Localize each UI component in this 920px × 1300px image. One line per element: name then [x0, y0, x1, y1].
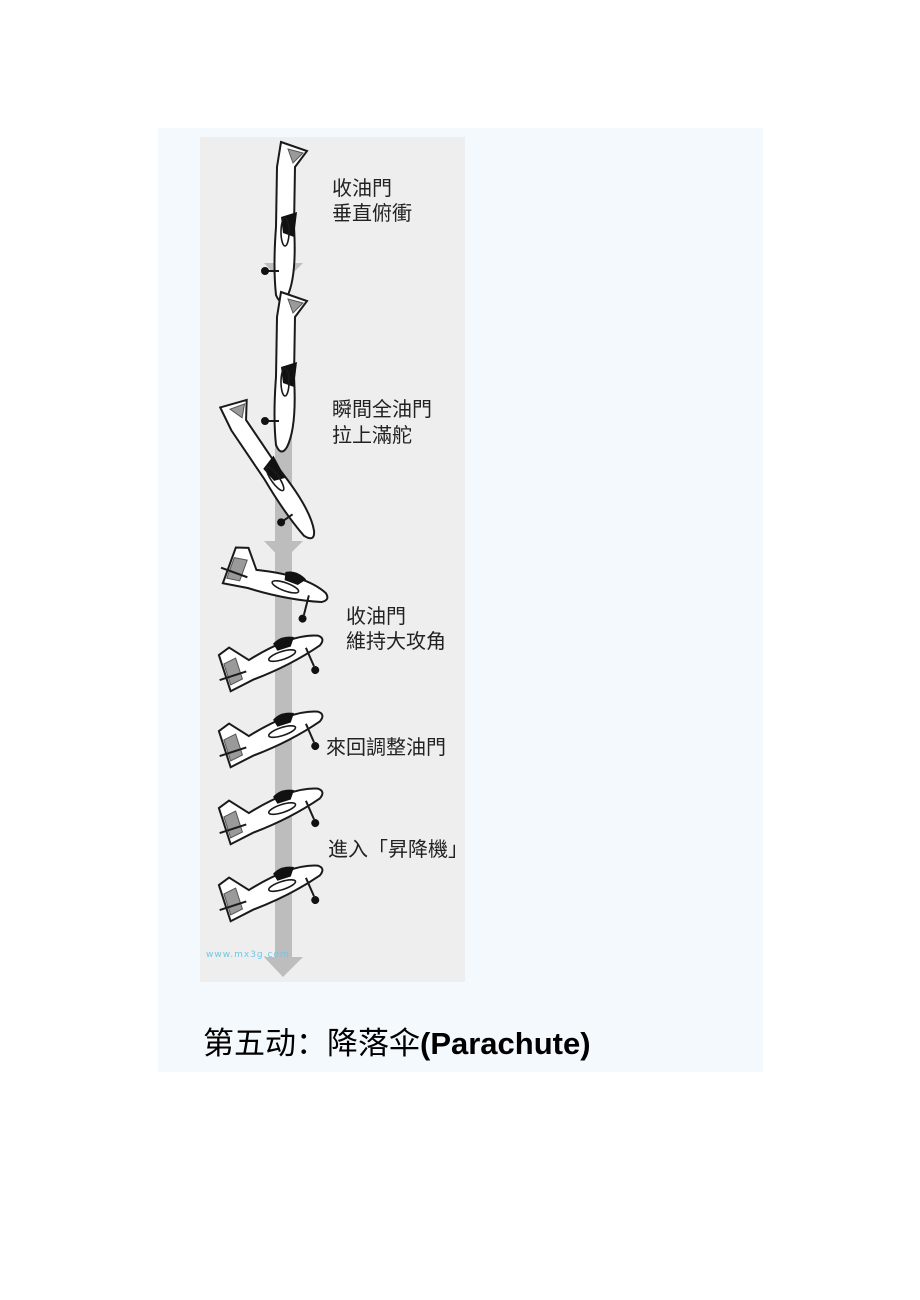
section-heading: 第五动：降落伞(Parachute) [203, 1022, 591, 1066]
airplane-dive-1 [260, 141, 308, 303]
diagram-svg: 收油門 垂直俯衝 瞬間全油門 拉上滿舵 收油門 維持大攻角 來回調整油門 進入「… [202, 141, 468, 977]
heading-cjk-text: 第五动：降落伞 [203, 1026, 420, 1062]
airplane-dive-2 [260, 291, 308, 453]
caption-1-line-2: 垂直俯衝 [332, 201, 412, 225]
airplane-parachute-4 [210, 848, 333, 934]
caption-5-line-1: 進入「昇降機」 [328, 837, 468, 861]
airplane-parachute-2 [210, 694, 333, 780]
caption-3-line-1: 收油門 [346, 604, 406, 628]
arrow-head-bottom [264, 957, 303, 977]
airplane-parachute-1 [210, 618, 333, 704]
arrow-head-2 [264, 541, 303, 561]
caption-1-line-1: 收油門 [332, 176, 392, 200]
heading-latin-text: (Parachute) [420, 1026, 591, 1061]
parachute-maneuver-diagram: 收油門 垂直俯衝 瞬間全油門 拉上滿舵 收油門 維持大攻角 來回調整油門 進入「… [200, 137, 468, 982]
caption-2-line-1: 瞬間全油門 [332, 397, 432, 421]
watermark-text: www.mx3g.com [206, 950, 290, 960]
caption-4-line-1: 來回調整油門 [326, 735, 446, 759]
airplane-pullup [202, 391, 335, 551]
airplane-parachute-3 [210, 771, 333, 857]
airplane-high-aoa [211, 540, 336, 629]
caption-3-line-2: 維持大攻角 [346, 629, 446, 653]
caption-2-line-2: 拉上滿舵 [332, 423, 412, 447]
